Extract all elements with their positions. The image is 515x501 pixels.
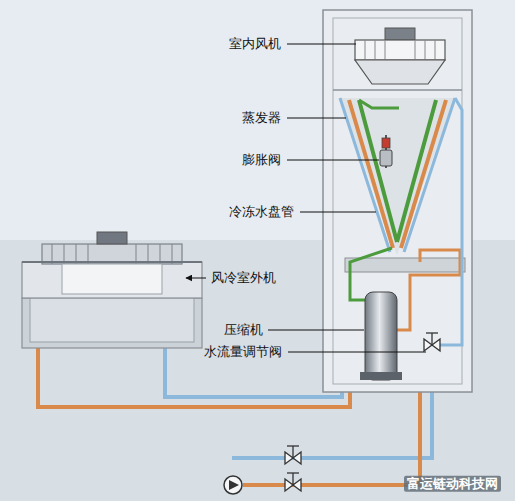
evaporator-coil [397,100,436,242]
outdoor-fan-motor [97,232,127,244]
compressor [365,292,397,380]
regulating-valve [426,332,438,333]
outdoor-fan-face [62,264,162,294]
fan-motor [385,28,415,40]
water-pipe [397,250,460,330]
indoor-cabinet [323,10,472,392]
chilled-water-coil [401,100,446,248]
leader-line [287,160,379,161]
leader-line [287,44,356,45]
indoor-cabinet [333,18,462,384]
evaporator-coil [359,100,399,108]
valve-symbol [292,446,293,458]
outdoor-unit-body [22,262,202,298]
pump-symbol [229,480,239,490]
leader-lines [186,44,426,352]
part-label: 风冷室外机 [211,271,276,285]
part-label: 水流量调节阀 [204,345,282,359]
valve-symbol [287,445,299,446]
evaporator-coil [359,100,397,242]
cabinet-divider [333,89,462,91]
part-label: 冷冻水盘管 [229,205,294,219]
water-pipe [440,98,462,345]
leader-line [268,330,364,331]
leader-line [300,212,376,213]
valve-symbol [287,472,299,473]
regulating-valve [431,333,432,345]
coil-frame [340,98,455,255]
outdoor-unit-frame [22,298,202,348]
outdoor-unit-edge [22,261,202,263]
pump-symbol [224,476,242,494]
chilled-water-coil [349,100,393,248]
watermark: 富运链动科技网 [404,476,501,492]
outdoor-unit-frame [30,298,194,342]
expansion-valve [380,150,392,166]
part-label: 蒸发器 [242,111,281,125]
leader-arrow [186,278,206,279]
leader-line [288,352,426,353]
part-label: 室内风机 [229,37,281,51]
fan-housing [355,40,445,60]
drip-pan [345,258,465,272]
fan-inlet [355,60,445,84]
expansion-valve [382,138,390,148]
part-label: 压缩机 [224,323,263,337]
leader-line [287,118,346,119]
compressor-base [360,372,402,380]
valve-symbol [292,473,293,485]
part-label: 膨胀阀 [242,153,281,167]
fan-blades [365,40,435,60]
